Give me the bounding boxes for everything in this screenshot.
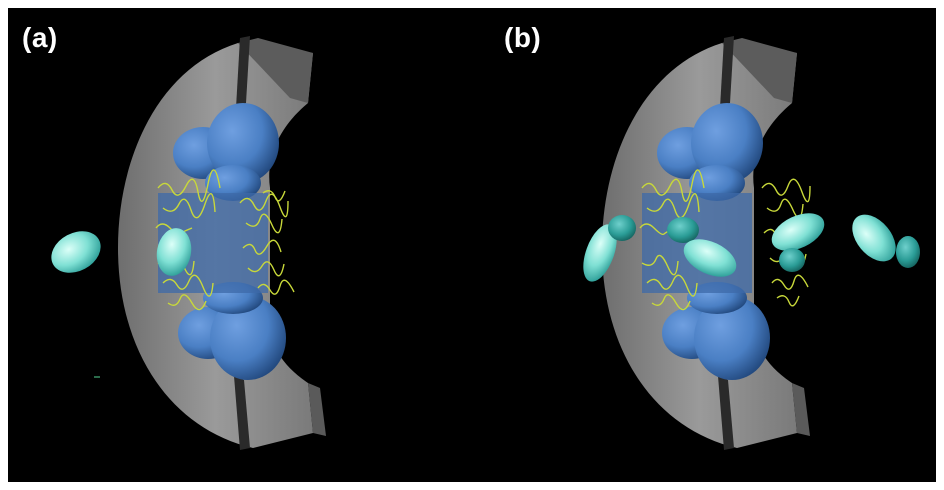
ring-subunit [694,296,770,380]
panel-label-b: (b) [504,22,542,53]
pore-wall-edge [308,383,326,436]
ring-subunit [689,165,745,201]
ring-subunit [691,103,763,183]
ring-subunit [205,165,261,201]
figure-frame: (a) [8,8,936,482]
pore-wall-edge [792,383,810,436]
pore-wall-notch-bottom [718,376,734,450]
cargo-particle [771,213,825,251]
pore-wall-notch-bottom [234,376,250,450]
pore-wall-back [238,38,313,103]
cargo-particle [583,224,617,282]
pore-wall-notch-top [236,36,250,108]
panel-b: (b) [472,8,936,482]
cargo-particle [51,231,101,273]
fg-repeat-mesh [639,169,811,311]
cargo-particle [683,239,737,277]
panel-a-scene [51,36,326,450]
cargo-particle-partner [779,248,805,272]
panel-b-scene [583,36,920,450]
ring-subunit [207,103,279,183]
ring-subunit [210,296,286,380]
cargo-particle-partner [896,236,920,268]
speck [94,376,100,378]
pore-wall-back [722,38,797,103]
cargo-particle-partner [608,215,636,241]
cargo-particle [852,214,896,262]
cargo-particle [156,228,192,276]
cargo-particle-partner [667,217,699,243]
pore-wall-notch-top [720,36,734,108]
panel-a: (a) [8,8,472,482]
panel-label-a: (a) [22,22,58,53]
